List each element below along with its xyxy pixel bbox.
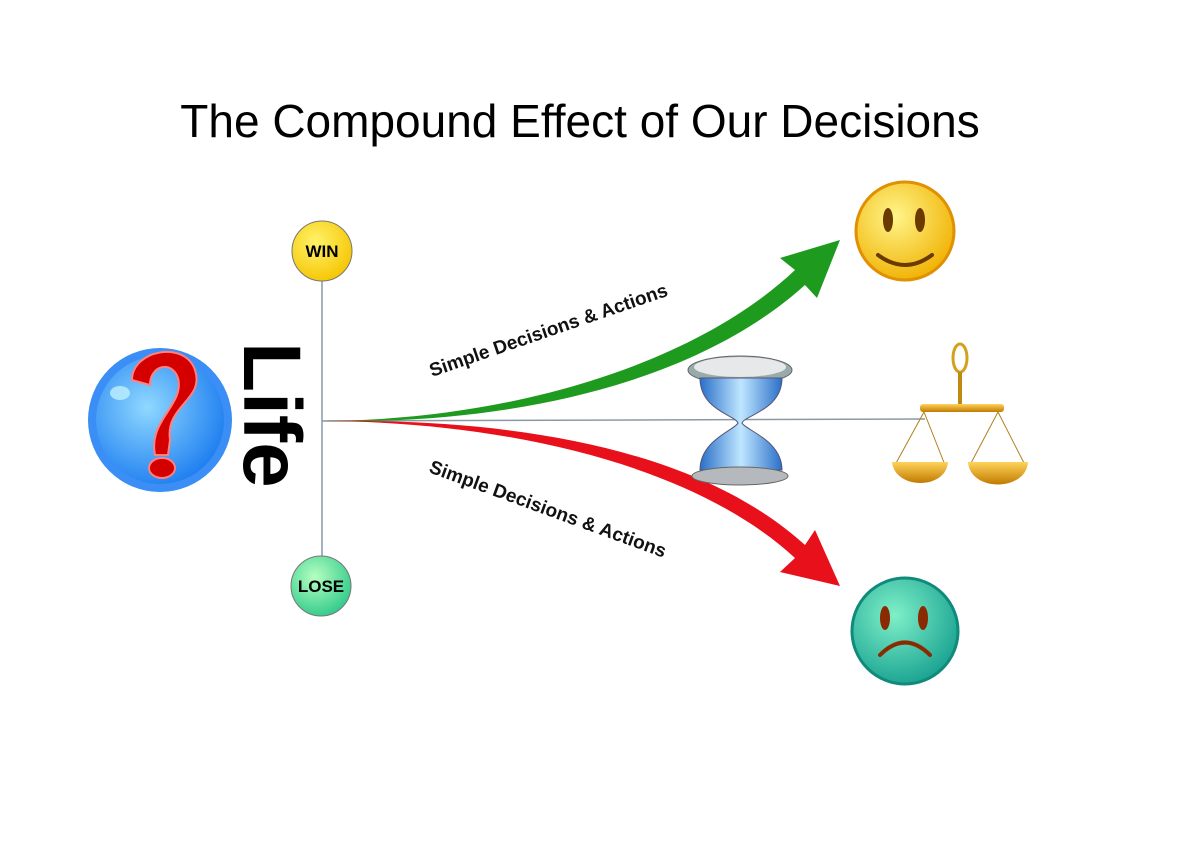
down-arrow	[322, 420, 840, 586]
time-line	[321, 418, 926, 422]
sad-face-icon	[850, 576, 960, 686]
down-arrow-label: Simple Decisions & Actions	[426, 457, 669, 562]
win-node: WIN	[291, 220, 353, 282]
win-label: WIN	[305, 242, 338, 261]
life-label: Life	[226, 342, 317, 488]
page-title: The Compound Effect of Our Decisions	[180, 95, 979, 147]
hourglass-icon	[687, 355, 793, 486]
question-mark-icon	[88, 348, 232, 492]
up-arrow	[322, 240, 840, 422]
lose-node: LOSE	[290, 555, 352, 617]
lose-label: LOSE	[298, 577, 344, 596]
balance-scale-icon	[892, 342, 1028, 485]
happy-face-icon	[854, 180, 956, 282]
